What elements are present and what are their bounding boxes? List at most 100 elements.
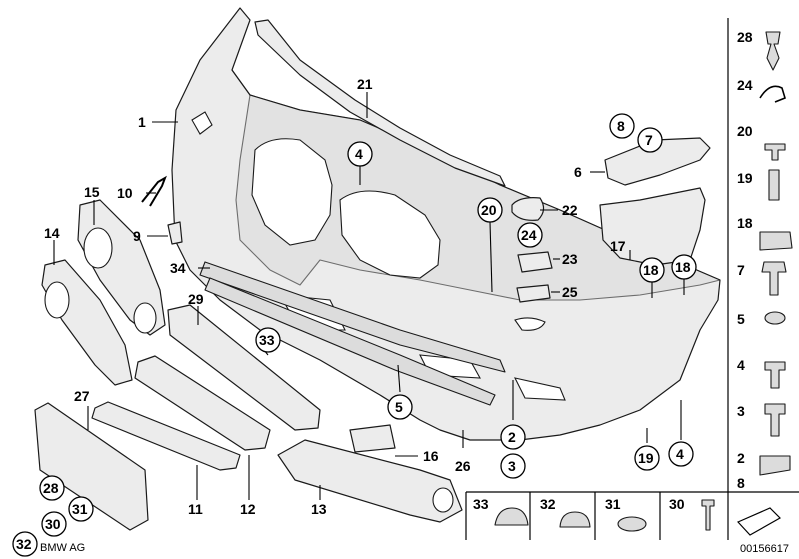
screw-5-icon (764, 311, 786, 325)
label-part-34: 34 (170, 260, 186, 276)
callout-circle-32 (12, 531, 38, 557)
label-part-4-main: 4 (355, 146, 363, 162)
bottom-label-32: 32 (540, 496, 556, 512)
callout-labels: 1 10 9 15 14 34 29 21 4 20 22 24 23 25 8… (12, 76, 697, 557)
sidebar-label-28: 28 (737, 29, 753, 45)
clip-9 (167, 221, 183, 245)
label-part-17: 17 (610, 238, 626, 254)
label-part-18b: 18 (675, 259, 691, 275)
label-part-16: 16 (423, 448, 439, 464)
sidebar-label-5: 5 (737, 311, 745, 327)
callout-circle-18b (671, 254, 697, 280)
clip-nut-2-icon (759, 455, 791, 476)
screw-30-icon (701, 499, 715, 531)
arrow-icon (736, 507, 781, 536)
label-part-31-main: 31 (72, 501, 88, 517)
grommet-31-icon (617, 516, 647, 532)
screw-7-icon (761, 261, 787, 296)
label-part-23: 23 (562, 251, 578, 267)
label-part-15: 15 (84, 184, 100, 200)
rivet-20-icon (764, 143, 786, 161)
bottom-label-33: 33 (473, 496, 489, 512)
clip-28-icon (765, 31, 781, 71)
sidebar-label-4: 4 (737, 357, 745, 373)
air-duct (599, 187, 706, 266)
label-part-19-main: 19 (638, 450, 654, 466)
label-part-3: 3 (508, 458, 516, 474)
wire-clip-24-icon (759, 85, 786, 103)
screw-4-icon (764, 361, 786, 389)
bracket-right (604, 137, 711, 186)
diagram-reference-number: 00156617 (740, 543, 789, 555)
sidebar-label-7: 7 (737, 262, 745, 278)
tow-hook-cover (511, 197, 545, 221)
license-plate-holder (34, 402, 149, 531)
callout-circle-33 (255, 327, 281, 353)
sidebar-label-18: 18 (737, 215, 753, 231)
label-part-22: 22 (562, 202, 578, 218)
label-part-21: 21 (357, 76, 373, 92)
bottom-fastener-row: 33 32 31 30 (465, 491, 799, 540)
bottom-label-30: 30 (669, 496, 685, 512)
holder-23 (517, 251, 553, 273)
callout-circle-24 (517, 222, 543, 248)
sidebar-label-19: 19 (737, 170, 753, 186)
label-part-2: 2 (508, 429, 516, 445)
plug-32-icon (559, 511, 591, 528)
callout-circle-2 (500, 424, 526, 450)
label-part-9: 9 (133, 228, 141, 244)
screw-3-icon (764, 403, 786, 437)
callout-circle-3 (500, 453, 526, 479)
sidebar-label-24: 24 (737, 77, 753, 93)
callout-circle-18a (639, 257, 665, 283)
nut-18-icon (759, 231, 793, 251)
sidebar-label-20: 20 (737, 123, 753, 139)
bottom-label-31: 31 (605, 496, 621, 512)
label-part-13: 13 (311, 501, 327, 517)
label-part-33-main: 33 (259, 332, 275, 348)
reinforcement-29 (167, 304, 321, 431)
screw-19-icon (768, 169, 780, 201)
label-part-24: 24 (521, 227, 537, 243)
label-part-4-lower: 4 (676, 446, 684, 462)
label-part-26: 26 (455, 458, 471, 474)
callout-circle-7 (637, 127, 663, 153)
label-part-1: 1 (138, 114, 146, 130)
label-part-25: 25 (562, 284, 578, 300)
sidebar-label-2: 2 (737, 450, 745, 466)
label-part-27: 27 (74, 388, 90, 404)
grille-13 (277, 439, 463, 523)
callout-circle-20 (477, 197, 503, 223)
bumper-support-strip (254, 19, 506, 187)
callout-circle-31 (68, 496, 94, 522)
label-part-12: 12 (240, 501, 256, 517)
label-part-20: 20 (481, 202, 497, 218)
label-part-11: 11 (188, 501, 203, 517)
callout-circle-8 (609, 113, 635, 139)
callout-circle-4b (668, 441, 694, 467)
label-part-14: 14 (44, 225, 60, 241)
label-part-8: 8 (617, 118, 625, 134)
grille-left-15 (77, 199, 166, 336)
label-part-18a: 18 (643, 262, 659, 278)
label-part-32-main: 32 (16, 536, 32, 552)
callout-circle-4 (347, 141, 373, 167)
strip-11 (91, 401, 241, 471)
label-part-30-main: 30 (45, 516, 61, 532)
leader-lines (53, 92, 685, 500)
fastener-sidebar: 28 24 20 19 18 7 5 4 3 2 8 (727, 18, 793, 492)
label-part-10: 10 (117, 185, 133, 201)
brand-label: BMW AG (40, 542, 85, 554)
label-part-28-main: 28 (43, 480, 59, 496)
callout-circle-30 (41, 511, 67, 537)
callout-circle-5 (387, 394, 413, 420)
bumper-cover (171, 7, 721, 441)
label-part-5: 5 (395, 399, 403, 415)
grille-12 (134, 355, 271, 451)
label-part-6: 6 (574, 164, 582, 180)
sidebar-label-3: 3 (737, 403, 745, 419)
holder-25 (516, 284, 551, 303)
bracket-10 (141, 175, 167, 207)
callout-circle-19 (634, 445, 660, 471)
